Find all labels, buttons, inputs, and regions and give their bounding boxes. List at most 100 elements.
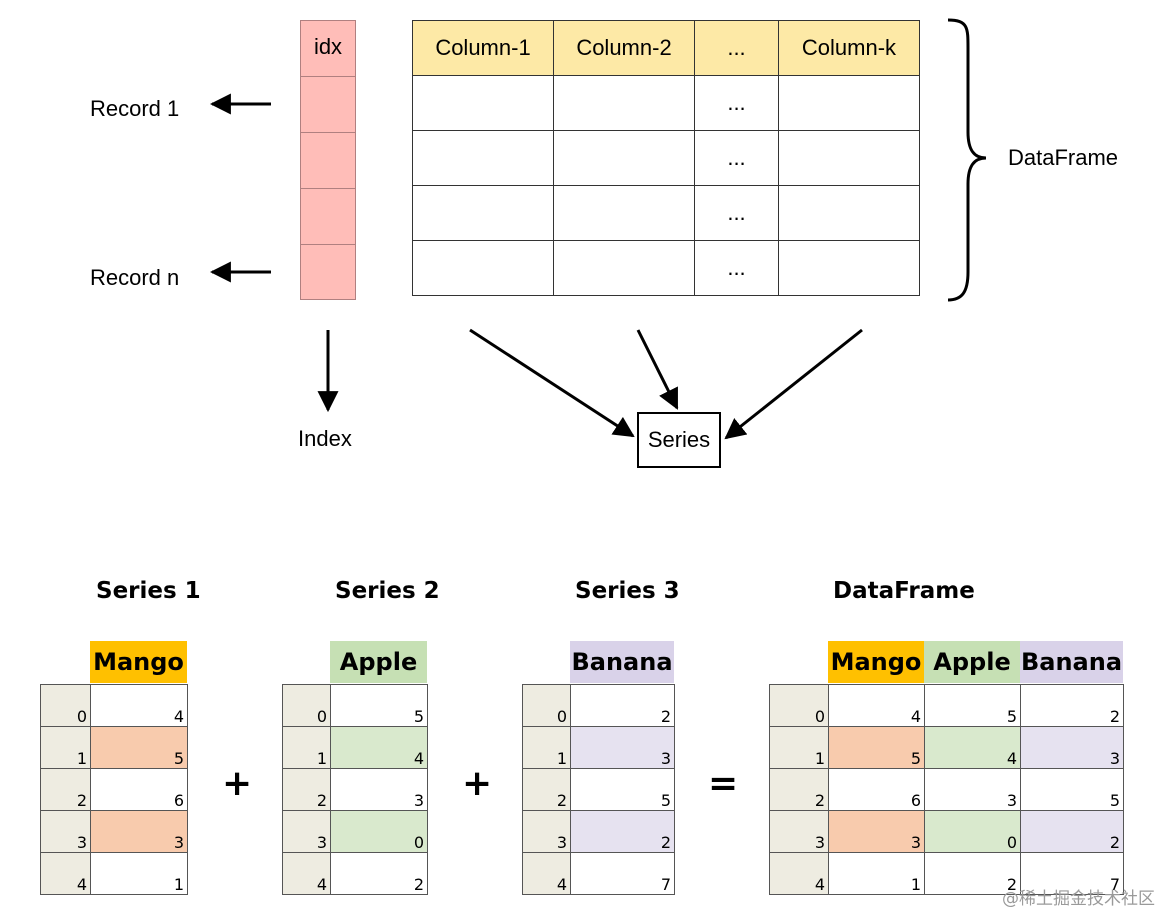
column-header: ...	[694, 20, 779, 76]
series-2-header: Apple	[330, 641, 427, 683]
value-cell: 1	[90, 852, 188, 895]
table-row: 0 4 5 2	[769, 684, 1124, 727]
series-3-title: Series 3	[575, 578, 680, 604]
column-header: Column-k	[778, 20, 920, 76]
dataframe-title: DataFrame	[833, 578, 975, 604]
index-column: idx	[300, 20, 356, 300]
index-cell: 3	[282, 810, 331, 853]
value-cell-highlighted: 5	[828, 726, 925, 769]
ellipsis-cell: ...	[694, 75, 779, 131]
value-cell: 5	[330, 684, 428, 727]
index-cell: 2	[282, 768, 331, 811]
value-cell: 4	[90, 684, 188, 727]
value-cell: 3	[924, 768, 1021, 811]
table-row: 4 1 2 7	[769, 852, 1124, 895]
value-cell: 2	[330, 852, 428, 895]
value-cell-highlighted: 0	[924, 810, 1021, 853]
index-cell: 4	[40, 852, 91, 895]
ellipsis-cell: ...	[694, 240, 779, 296]
index-header: idx	[301, 21, 355, 77]
table-row: ...	[412, 185, 920, 241]
value-cell-highlighted: 3	[828, 810, 925, 853]
dataframe-table: Column-1 Column-2 ... Column-k ... ... .…	[412, 20, 920, 296]
dataframe-label: DataFrame	[1008, 145, 1119, 170]
index-cell: 3	[522, 810, 571, 853]
value-cell: 2	[1020, 684, 1124, 727]
value-cell: 6	[828, 768, 925, 811]
index-cell: 0	[40, 684, 91, 727]
index-cell: 1	[769, 726, 829, 769]
value-cell: 6	[90, 768, 188, 811]
dataframe-header-apple: Apple	[924, 641, 1020, 683]
index-cell: 4	[282, 852, 331, 895]
value-cell-highlighted: 4	[924, 726, 1021, 769]
arrows-layer	[209, 18, 987, 440]
value-cell-highlighted: 3	[90, 810, 188, 853]
index-cell	[301, 133, 355, 189]
value-cell-highlighted: 3	[1020, 726, 1124, 769]
index-cell: 4	[522, 852, 571, 895]
value-cell-highlighted: 2	[1020, 810, 1124, 853]
index-cell	[301, 189, 355, 245]
table-row: ...	[412, 240, 920, 296]
record-last-label: Record n	[90, 265, 180, 290]
index-cell: 1	[282, 726, 331, 769]
index-cell: 3	[769, 810, 829, 853]
index-cell: 1	[40, 726, 91, 769]
index-cell: 3	[40, 810, 91, 853]
value-cell: 2	[924, 852, 1021, 895]
value-cell: 1	[828, 852, 925, 895]
value-cell: 4	[828, 684, 925, 727]
ellipsis-cell: ...	[694, 185, 779, 241]
index-cell: 2	[769, 768, 829, 811]
value-cell-highlighted: 3	[570, 726, 675, 769]
series-arrow-left	[469, 328, 635, 438]
value-cell-highlighted: 5	[90, 726, 188, 769]
value-cell: 5	[570, 768, 675, 811]
series-2-title: Series 2	[335, 578, 440, 604]
index-cell	[301, 77, 355, 133]
value-cell: 5	[1020, 768, 1124, 811]
value-cell: 3	[330, 768, 428, 811]
value-cell-highlighted: 2	[570, 810, 675, 853]
index-cell: 1	[522, 726, 571, 769]
index-cell: 2	[40, 768, 91, 811]
plus-operator: +	[462, 763, 493, 804]
series-arrow-mid	[636, 329, 679, 410]
value-cell: 5	[924, 684, 1021, 727]
series-arrow-right	[724, 328, 863, 440]
value-cell-highlighted: 0	[330, 810, 428, 853]
value-cell: 7	[570, 852, 675, 895]
index-cell: 2	[522, 768, 571, 811]
series-1-header: Mango	[90, 641, 187, 683]
index-cell: 0	[522, 684, 571, 727]
table-row: ...	[412, 130, 920, 186]
table-row: 3 3 0 2	[769, 810, 1124, 853]
series-box: Series	[637, 412, 721, 468]
record-first-label: Record 1	[90, 96, 180, 121]
dataframe-header-banana: Banana	[1020, 641, 1123, 683]
equals-operator: =	[708, 763, 739, 804]
dataframe-header-mango: Mango	[828, 641, 924, 683]
dataframe-brace	[947, 18, 987, 302]
table-row: 1 5 4 3	[769, 726, 1124, 769]
series-1-title: Series 1	[96, 578, 201, 604]
value-cell: 7	[1020, 852, 1124, 895]
